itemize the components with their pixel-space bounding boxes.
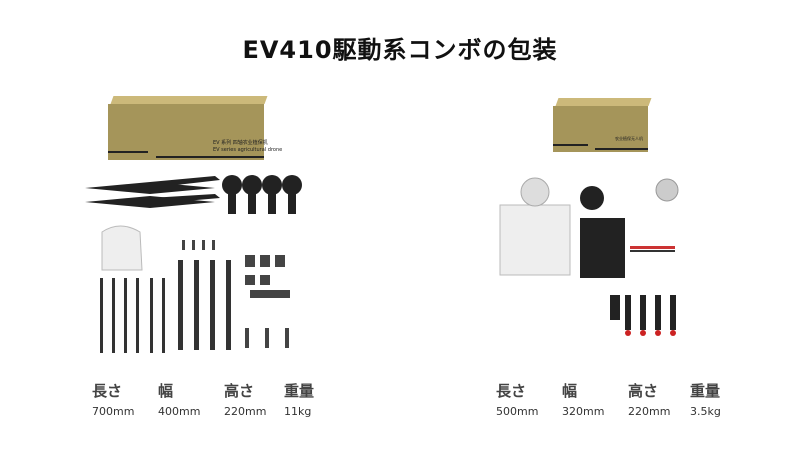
spec-label-width: 幅 bbox=[158, 382, 174, 400]
spec-label-weight: 重量 bbox=[284, 382, 315, 400]
box-label-line1: 农业植保无人机 bbox=[615, 136, 644, 142]
drone-parts-illustration bbox=[85, 175, 302, 353]
spec-label-length: 長さ bbox=[496, 382, 527, 400]
page-title: EV410駆動系コンボの包装 bbox=[242, 36, 558, 64]
box-label-line1: EV 系列 四轴农业植保机 bbox=[213, 140, 268, 146]
small-package-box: 农业植保无人机 bbox=[553, 98, 652, 152]
spec-value-length: 500mm bbox=[496, 405, 539, 418]
spec-value-width: 400mm bbox=[158, 405, 201, 418]
spec-label-height: 高さ bbox=[628, 382, 659, 400]
spec-value-weight: 3.5kg bbox=[690, 405, 721, 418]
drone-parts-illustration bbox=[499, 177, 679, 336]
box-label-line2: EV series agricultural drone bbox=[213, 147, 283, 153]
spec-label-height: 高さ bbox=[224, 382, 255, 400]
spec-label-weight: 重量 bbox=[690, 382, 721, 400]
spec-value-height: 220mm bbox=[628, 405, 671, 418]
large-package-box: EV 系列 四轴农业植保机 EV series agricultural dro… bbox=[108, 96, 282, 160]
spec-value-width: 320mm bbox=[562, 405, 605, 418]
spec-value-weight: 11kg bbox=[284, 405, 312, 418]
spec-label-length: 長さ bbox=[92, 382, 123, 400]
spec-label-width: 幅 bbox=[562, 382, 578, 400]
spec-value-length: 700mm bbox=[92, 405, 135, 418]
spec-value-height: 220mm bbox=[224, 405, 267, 418]
